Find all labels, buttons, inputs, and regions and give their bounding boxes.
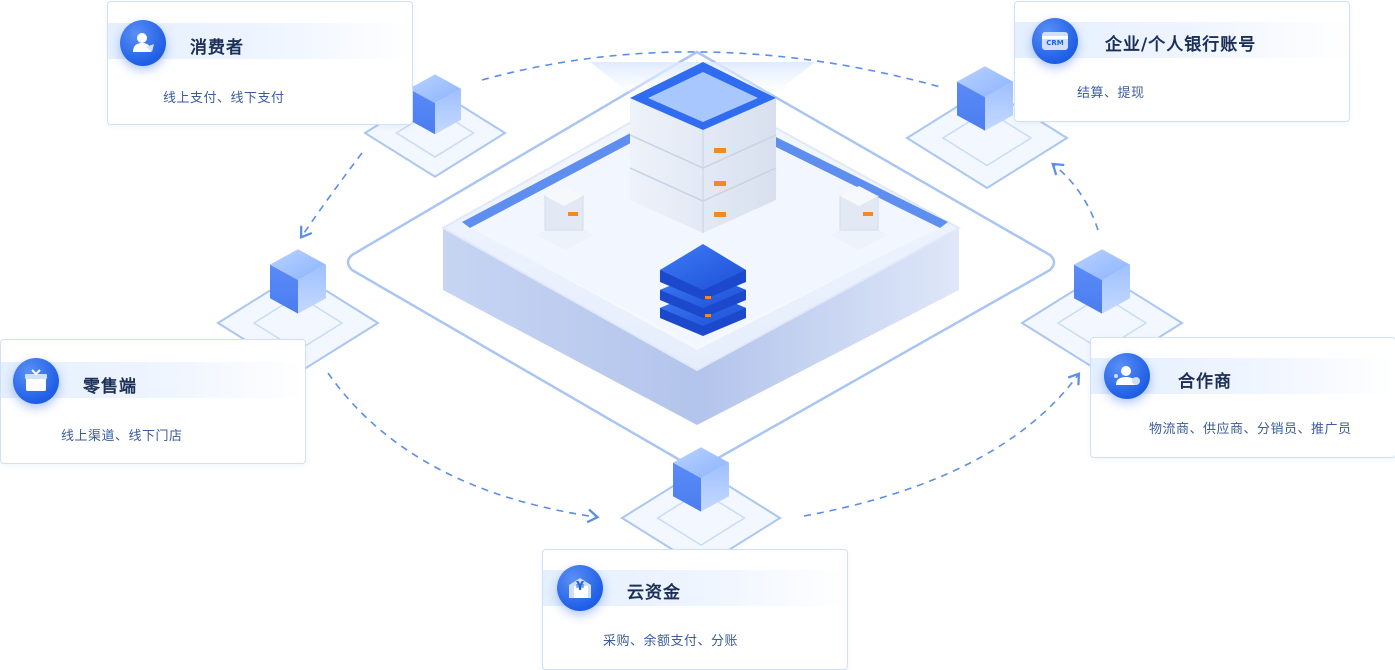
node-card-cloud: ¥ 云资金 采购、余额支付、分账 bbox=[542, 549, 848, 670]
node-card-bank: CRM 企业/个人银行账号 结算、提现 bbox=[1014, 1, 1350, 122]
node-desc: 结算、提现 bbox=[1077, 86, 1145, 101]
small-server-right bbox=[830, 186, 888, 250]
cube-top bbox=[270, 249, 326, 280]
node-desc: 采购、余额支付、分账 bbox=[603, 634, 739, 649]
node-card-partner: 合作商 物流商、供应商、分销员、推广员 bbox=[1090, 337, 1395, 458]
data-block-stack bbox=[660, 244, 746, 336]
node-desc: 物流商、供应商、分销员、推广员 bbox=[1149, 422, 1352, 437]
cube-left bbox=[270, 264, 298, 314]
cube-left bbox=[1074, 264, 1102, 314]
cube-right bbox=[701, 462, 729, 512]
node-title: 企业/个人银行账号 bbox=[1105, 35, 1257, 55]
cube-top bbox=[673, 447, 729, 478]
cube-left bbox=[673, 462, 701, 512]
flow-arrows bbox=[299, 51, 1099, 524]
crm-label: CRM bbox=[1046, 39, 1064, 47]
node-title: 零售端 bbox=[83, 377, 137, 397]
cube-left bbox=[957, 81, 985, 131]
user-icon bbox=[120, 20, 166, 66]
partner-icon bbox=[1104, 353, 1150, 399]
yuan-wallet-icon: ¥ bbox=[557, 565, 603, 611]
node-card-retail: 零售端 线上渠道、线下门店 bbox=[0, 339, 306, 464]
small-server-left bbox=[536, 186, 594, 250]
cube-right bbox=[985, 81, 1013, 131]
cube-right bbox=[1102, 264, 1130, 314]
cube-left bbox=[409, 88, 435, 135]
cube-cloud bbox=[620, 447, 782, 569]
cube-right bbox=[298, 264, 326, 314]
yuan-label: ¥ bbox=[575, 579, 585, 593]
cube-nodes bbox=[216, 66, 1184, 569]
cube-top bbox=[1074, 249, 1130, 280]
crm-card-icon: CRM bbox=[1032, 18, 1078, 64]
server-tower bbox=[629, 62, 777, 233]
cube-top bbox=[409, 74, 461, 103]
node-desc: 线上渠道、线下门店 bbox=[61, 429, 183, 444]
node-title: 消费者 bbox=[190, 38, 244, 58]
cube-right bbox=[435, 88, 461, 135]
node-desc: 线上支付、线下支付 bbox=[163, 91, 285, 106]
cube-top bbox=[957, 66, 1013, 97]
node-title: 云资金 bbox=[627, 583, 681, 603]
node-title: 合作商 bbox=[1178, 372, 1232, 392]
node-card-consumer: 消费者 线上支付、线下支付 bbox=[107, 1, 413, 125]
gift-icon bbox=[13, 358, 59, 404]
